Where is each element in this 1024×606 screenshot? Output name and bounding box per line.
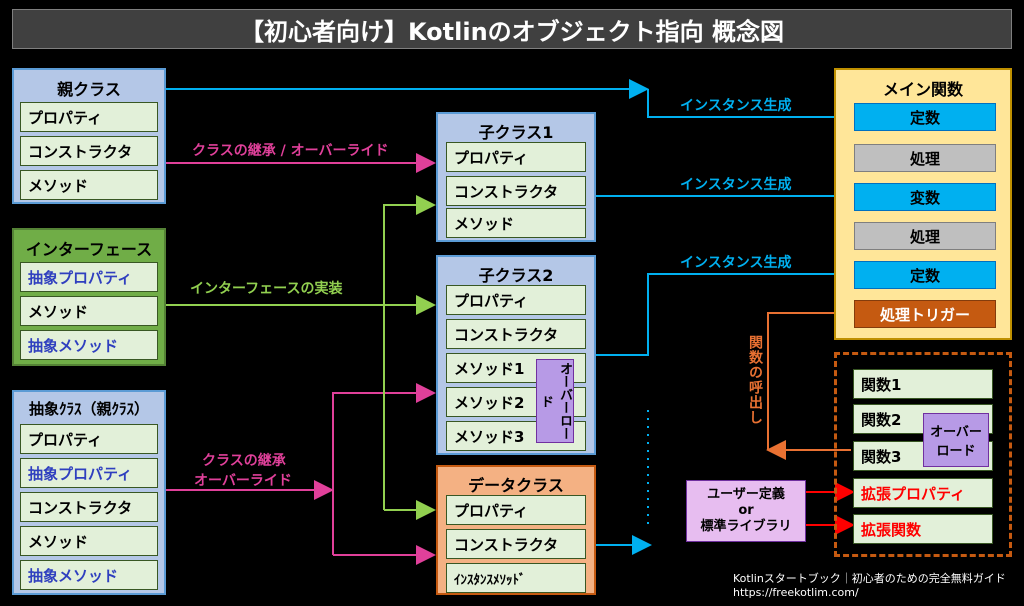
interface-abstract-property: 抽象プロパティ [20,262,158,292]
data-class-panel: データクラス プロパティ コンストラクタ ｲﾝｽﾀﾝｽﾒｿｯﾄﾞ [436,465,596,595]
main-process2: 処理 [854,222,996,250]
functions-overload-badge: オーバーロード [923,413,989,467]
arrow-interface-child1 [383,195,436,510]
label-instance2: インスタンス生成 [680,177,792,193]
child1-constructor: コンストラクタ [446,176,586,206]
parent-class-title: 親クラス [57,80,121,99]
label-inherit-override: クラスの継承 / オーバーライド [192,143,389,159]
extension-property: 拡張プロパティ [853,478,993,508]
main-constant2: 定数 [854,261,996,289]
user-box-line3: 標準ライブラリ [700,519,792,535]
data-instance-method: ｲﾝｽﾀﾝｽﾒｿｯﾄﾞ [446,563,586,593]
abstract-class-title: 抽象ｸﾗｽ（親ｸﾗｽ） [28,400,149,418]
page-title: 【初心者向け】Kotlinのオブジェクト指向 概念図 [12,9,1012,49]
extension-function: 拡張関数 [853,514,993,544]
main-function-title: メイン関数 [882,80,963,99]
label-instance1: インスタンス生成 [680,98,792,114]
parent-class-panel: 親クラス プロパティ コンストラクタ メソッド [12,68,166,204]
arrow-func-call-up [767,312,851,450]
main-process1: 処理 [854,144,996,172]
abstract-method: メソッド [20,526,158,556]
interface-panel: インターフェース 抽象プロパティ メソッド 抽象メソッド [12,228,166,366]
label-instance3: インスタンス生成 [680,255,792,271]
label-inherit: クラスの継承 [202,453,286,469]
user-box-line2: or [738,502,754,518]
main-variable: 変数 [854,183,996,211]
user-defined-box: ユーザー定義 or 標準ライブラリ [686,480,806,542]
parent-method: メソッド [20,170,158,200]
footer-line2: https://freekotlim.com/ [733,586,859,599]
main-trigger: 処理トリガー [854,300,996,328]
function1: 関数1 [853,369,993,399]
arrow-inherit-child2 [332,383,436,555]
child2-constructor: コンストラクタ [446,319,586,349]
abstract-property: プロパティ [20,424,158,454]
data-class-title: データクラス [468,476,564,495]
child-class2-title: 子クラス2 [478,266,554,285]
interface-abstract-method: 抽象メソッド [20,330,158,360]
user-box-line1: ユーザー定義 [707,486,785,502]
parent-property: プロパティ [20,102,158,132]
abstract-abstract-property: 抽象プロパティ [20,458,158,488]
abstract-abstract-method: 抽象メソッド [20,560,158,590]
functions-group: 関数1 関数2 関数3 拡張プロパティ 拡張関数 オーバーロード [834,352,1012,557]
title-text: 【初心者向け】Kotlinのオブジェクト指向 概念図 [239,17,785,46]
main-function-panel: メイン関数 定数 処理 変数 処理 定数 処理トリガー [834,68,1012,340]
label-override: オーバーライド [194,473,292,489]
child-class2-panel: 子クラス2 プロパティ コンストラクタ メソッド1 メソッド2 メソッド3 オー… [436,255,596,455]
child2-overload-badge: オーバーロード [536,359,574,443]
child1-method: メソッド [446,208,586,238]
child2-property: プロパティ [446,285,586,315]
data-constructor: コンストラクタ [446,529,586,559]
interface-method: メソッド [20,296,158,326]
arrow-instance-3 [596,264,855,356]
abstract-constructor: コンストラクタ [20,492,158,522]
label-func-call: 関数の呼出し [747,335,763,425]
parent-constructor: コンストラクタ [20,136,158,166]
child-class1-panel: 子クラス1 プロパティ コンストラクタ メソッド [436,112,596,242]
arrow-instance-1 [647,89,855,127]
interface-title: インターフェース [25,240,153,259]
label-interface-impl: インターフェースの実装 [190,281,343,297]
child-class1-title: 子クラス1 [478,123,554,142]
footer-line1: Kotlinスタートブック｜初心者のための完全無料ガイド [733,572,1006,585]
abstract-class-panel: 抽象ｸﾗｽ（親ｸﾗｽ） プロパティ 抽象プロパティ コンストラクタ メソッド 抽… [12,390,166,595]
data-property: プロパティ [446,495,586,525]
main-constant1: 定数 [854,103,996,131]
child1-property: プロパティ [446,142,586,172]
